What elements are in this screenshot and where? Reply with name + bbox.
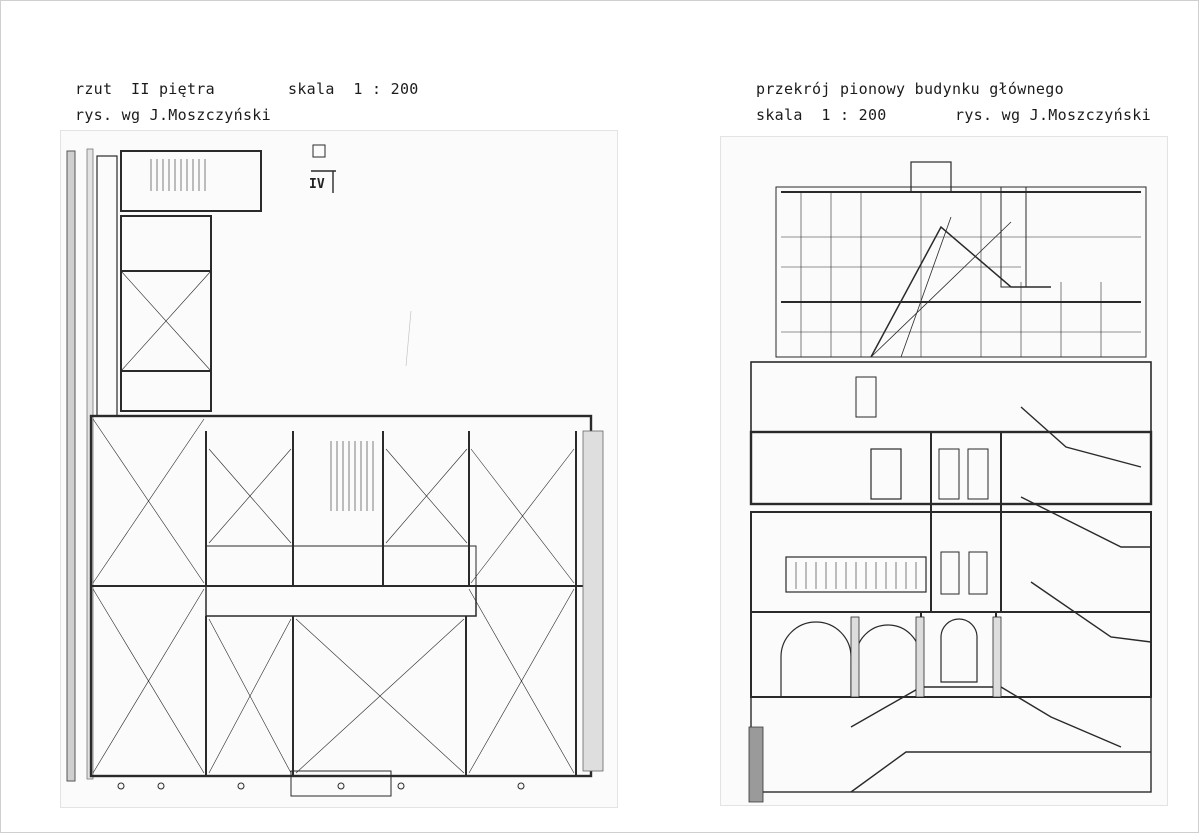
floor-plan-drawing: IV [60, 130, 618, 808]
section-svg [748, 161, 1153, 803]
floor-plan-scale: skala 1 : 200 [288, 80, 419, 98]
section-title: przekrój pionowy budynku głównego [756, 80, 1064, 98]
floor-plan-title: rzut II piętra [75, 80, 215, 98]
floor-plan-credit: rys. wg J.Moszczyński [75, 106, 271, 124]
section-scale: skala 1 : 200 [756, 106, 887, 124]
floor-plan-svg: IV [66, 144, 604, 797]
section-drawing [720, 136, 1168, 806]
section-mark-label: IV [309, 177, 325, 192]
section-credit: rys. wg J.Moszczyński [955, 106, 1151, 124]
